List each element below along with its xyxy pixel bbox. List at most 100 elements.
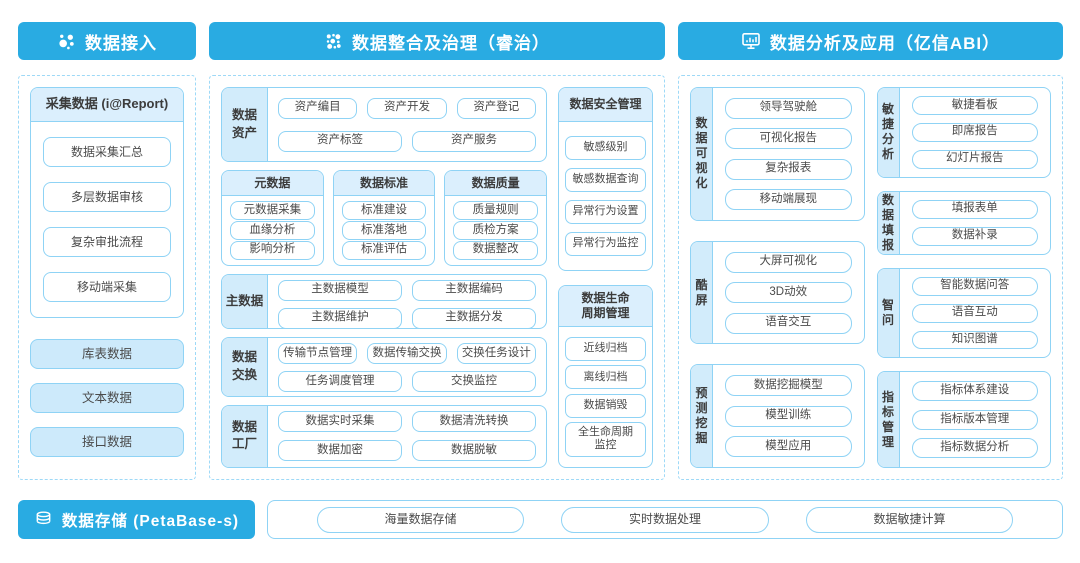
data-source-pill: 库表数据 [30, 339, 184, 369]
header-label: 数据存储 (PetaBase-s) [61, 512, 240, 530]
module-pill: 质量规则 [453, 201, 539, 221]
collect-box-body: 数据采集汇总 多层数据审核 复杂审批流程 移动端采集 [31, 122, 183, 317]
header-bar-storage: 数据存储 (PetaBase-s) [18, 500, 255, 539]
metric-management-box: 指 标 管 理 指标体系建设 指标版本管理 指标数据分析 [876, 371, 1051, 468]
cool-screen-label: 酷 屏 [691, 241, 713, 344]
agile-analysis-label: 敏 捷 分 析 [877, 88, 900, 177]
module-pill: 敏感级别 [565, 135, 646, 160]
header-label: 数据分析及应用（亿信ABI） [769, 33, 1001, 53]
header-bar-data-ingest: 数据接入 [18, 22, 196, 60]
predictive-mining-box: 预 测 挖 掘 数据挖掘模型 模型训练 模型应用 [690, 364, 865, 468]
module-pill: 可视化报告 [725, 128, 852, 150]
governance-side-area: 数据安全管理 敏感级别 敏感数据查询 异常行为设置 异常行为监控 数据生命 周期… [558, 87, 653, 468]
module-pill: 复杂报表 [725, 158, 852, 180]
module-pill: 移动端采集 [43, 272, 171, 302]
top-section: 数据接入 采集数据 (i@Report) 数据采集汇总 多层数据审核 复杂审批流… [18, 22, 1063, 480]
module-pill: 指标数据分析 [911, 438, 1038, 459]
module-pill: 数据补录 [911, 226, 1038, 246]
module-pill: 模型应用 [725, 436, 852, 458]
module-pill: 语音互动 [911, 303, 1038, 323]
module-pill: 主数据模型 [278, 279, 402, 301]
module-pill: 敏感数据查询 [565, 167, 646, 192]
module-pill: 主数据分发 [412, 307, 536, 329]
module-pill: 复杂审批流程 [43, 227, 171, 257]
storage-capability-pill: 数据敏捷计算 [805, 506, 1014, 533]
data-quality-box: 数据质量 质量规则 质检方案 数据整改 [444, 170, 548, 266]
module-pill: 即席报告 [911, 122, 1038, 142]
data-asset-label: 数据 资产 [222, 88, 268, 162]
collect-data-box: 采集数据 (i@Report) 数据采集汇总 多层数据审核 复杂审批流程 移动端… [30, 87, 184, 318]
panel-governance: 数据 资产 资产编目 资产开发 资产登记 资产标签 资产服务 [209, 75, 665, 480]
module-pill: 多层数据审核 [43, 182, 171, 212]
module-pill: 数据实时采集 [278, 411, 402, 433]
data-security-box: 数据安全管理 敏感级别 敏感数据查询 异常行为设置 异常行为监控 [558, 87, 653, 271]
master-data-label: 主数据 [222, 274, 268, 329]
module-pill: 主数据编码 [412, 279, 536, 301]
data-source-list: 库表数据 文本数据 接口数据 [30, 339, 184, 457]
panel-analysis: 数 据 可 视 化 领导驾驶舱 可视化报告 复杂报表 移动端展现 酷 屏 [678, 75, 1063, 480]
module-pill: 3D动效 [725, 282, 852, 304]
storage-section: 数据存储 (PetaBase-s) 海量数据存储 实时数据处理 数据敏捷计算 [0, 480, 1080, 539]
data-visualization-label: 数 据 可 视 化 [691, 88, 713, 220]
data-security-box-title: 数据安全管理 [559, 88, 652, 122]
data-source-pill: 接口数据 [30, 427, 184, 457]
column-data-governance: 数据整合及治理（睿治） 数据 资产 资产编目 资产开发 资产登记 [209, 22, 665, 480]
data-asset-box: 数据 资产 资产编目 资产开发 资产登记 资产标签 资产服务 [221, 87, 547, 163]
module-pill: 资产服务 [412, 130, 536, 152]
storage-capability-pill: 海量数据存储 [316, 506, 525, 533]
module-pill: 指标体系建设 [911, 381, 1038, 402]
metadata-box-title: 元数据 [222, 171, 323, 197]
predictive-mining-label: 预 测 挖 掘 [691, 365, 713, 467]
module-pill: 数据传输交换 [367, 343, 447, 365]
database-icon [34, 510, 53, 529]
module-pill: 模型训练 [725, 405, 852, 427]
data-visualization-box: 数 据 可 视 化 领导驾驶舱 可视化报告 复杂报表 移动端展现 [690, 87, 865, 221]
module-pill: 填报表单 [911, 199, 1038, 219]
column-data-analysis: 数据分析及应用（亿信ABI） 数 据 可 视 化 领导驾驶舱 可视化报告 复杂报… [678, 22, 1063, 480]
module-pill: 标准落地 [341, 220, 427, 240]
data-source-pill: 文本数据 [30, 383, 184, 413]
governance-main-area: 数据 资产 资产编目 资产开发 资产登记 资产标签 资产服务 [221, 87, 548, 468]
module-pill: 交换任务设计 [456, 343, 536, 365]
data-lifecycle-box: 数据生命 周期管理 近线归档 离线归档 数据销毁 全生命周期 监控 [558, 284, 653, 468]
agile-analysis-box: 敏 捷 分 析 敏捷看板 即席报告 幻灯片报告 [876, 87, 1051, 178]
module-pill: 领导驾驶舱 [725, 97, 852, 119]
module-pill: 资产编目 [278, 97, 358, 119]
module-pill: 标准建设 [341, 201, 427, 221]
module-pill: 标准评估 [341, 240, 427, 260]
module-pill: 全生命周期 监控 [565, 422, 646, 457]
module-pill: 数据挖掘模型 [725, 375, 852, 397]
module-pill: 资产开发 [367, 97, 447, 119]
data-exchange-box: 数据 交换 传输节点管理 数据传输交换 交换任务设计 任务调度管理 交换监控 [221, 337, 547, 397]
module-pill: 指标版本管理 [911, 409, 1038, 430]
column-data-ingest: 数据接入 采集数据 (i@Report) 数据采集汇总 多层数据审核 复杂审批流… [18, 22, 196, 480]
module-pill: 离线归档 [565, 365, 646, 390]
module-pill: 影响分析 [230, 240, 315, 260]
data-factory-box: 数据 工厂 数据实时采集 数据清洗转换 数据加密 数据脱敏 [221, 404, 547, 468]
module-pill: 数据整改 [453, 240, 539, 260]
module-pill: 幻灯片报告 [911, 149, 1038, 169]
collect-box-title: 采集数据 (i@Report) [31, 88, 183, 122]
data-standard-box-title: 数据标准 [333, 171, 435, 197]
monitor-chart-icon [741, 31, 761, 51]
module-pill: 资产标签 [278, 130, 402, 152]
data-reporting-label: 数 据 填 报 [877, 191, 900, 254]
header-bar-governance: 数据整合及治理（睿治） [209, 22, 665, 60]
data-reporting-box: 数 据 填 报 填报表单 数据补录 [876, 190, 1051, 255]
data-standard-box: 数据标准 标准建设 标准落地 标准评估 [332, 170, 436, 266]
cool-screen-box: 酷 屏 大屏可视化 3D动效 语音交互 [690, 240, 865, 345]
master-data-box: 主数据 主数据模型 主数据编码 主数据维护 主数据分发 [221, 273, 547, 330]
module-pill: 数据销毁 [565, 393, 646, 418]
header-bar-analysis: 数据分析及应用（亿信ABI） [678, 22, 1063, 60]
analysis-left-column: 数 据 可 视 化 领导驾驶舱 可视化报告 复杂报表 移动端展现 酷 屏 [690, 87, 865, 468]
module-pill: 元数据采集 [230, 201, 315, 221]
metric-management-label: 指 标 管 理 [877, 372, 900, 467]
storage-capability-pill: 实时数据处理 [561, 506, 769, 533]
module-pill: 数据清洗转换 [412, 411, 536, 433]
module-pill: 数据加密 [278, 440, 402, 462]
metadata-standard-quality-row: 元数据 元数据采集 血缘分析 影响分析 数据标准 标准建设 [221, 170, 548, 266]
data-exchange-label: 数据 交换 [222, 338, 268, 396]
module-pill: 数据脱敏 [412, 440, 536, 462]
module-pill: 异常行为监控 [565, 231, 646, 256]
